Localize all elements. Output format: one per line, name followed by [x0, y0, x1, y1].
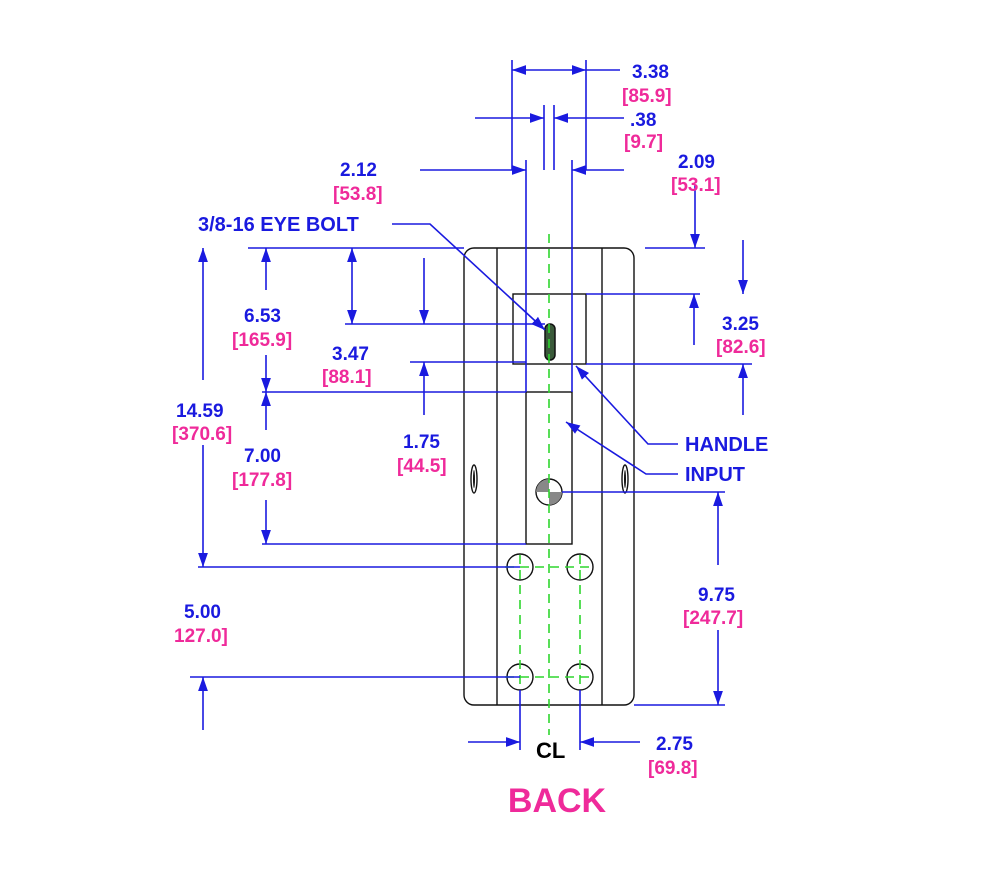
dim-left-offset-in: 2.12	[340, 160, 377, 181]
dim-lower-height-in: 7.00	[244, 446, 281, 467]
dim-input-offset-in: 1.75	[403, 432, 440, 453]
dim-bolt-dia-in: .38	[630, 110, 656, 131]
dim-right-offset-mm: [53.1]	[671, 175, 721, 196]
dim-mount-width-mm: [69.8]	[648, 758, 698, 779]
dim-overall-height-in: 14.59	[176, 401, 224, 422]
dimension-lines	[190, 60, 752, 750]
dim-input-to-mount-mm: [247.7]	[683, 608, 743, 629]
dim-input-offset-mm: [44.5]	[397, 456, 447, 477]
dim-mount-spacing-in: 5.00	[184, 602, 221, 623]
dim-right-offset-in: 2.09	[678, 152, 715, 173]
dimension-labels: 3.38 [85.9] .38 [9.7] 2.12 [53.8] 2.09 […	[172, 62, 768, 820]
dim-handle-lower-mm: [88.1]	[322, 367, 372, 388]
view-title: BACK	[508, 782, 607, 820]
dim-eye-bolt-height-in: 6.53	[244, 306, 281, 327]
dim-handle-height-mm: [82.6]	[716, 337, 766, 358]
eye-bolt	[544, 323, 556, 361]
dim-overall-width-mm: [85.9]	[622, 86, 672, 107]
dim-handle-lower-in: 3.47	[332, 344, 369, 365]
dim-input-to-mount-in: 9.75	[698, 585, 735, 606]
dim-bolt-dia-mm: [9.7]	[624, 132, 663, 153]
dim-overall-height-mm: [370.6]	[172, 424, 232, 445]
dim-lower-height-mm: [177.8]	[232, 470, 292, 491]
callout-eye-bolt: 3/8-16 EYE BOLT	[198, 214, 359, 236]
dim-overall-width-in: 3.38	[632, 62, 669, 83]
dim-eye-bolt-height-mm: [165.9]	[232, 330, 292, 351]
dim-handle-height-in: 3.25	[722, 314, 759, 335]
callout-input: INPUT	[685, 464, 745, 486]
dim-mount-width-in: 2.75	[656, 734, 693, 755]
centerline-symbol: CL	[536, 738, 565, 763]
dim-mount-spacing-mm: 127.0]	[174, 626, 228, 647]
callout-handle: HANDLE	[685, 434, 768, 456]
dim-left-offset-mm: [53.8]	[333, 184, 383, 205]
